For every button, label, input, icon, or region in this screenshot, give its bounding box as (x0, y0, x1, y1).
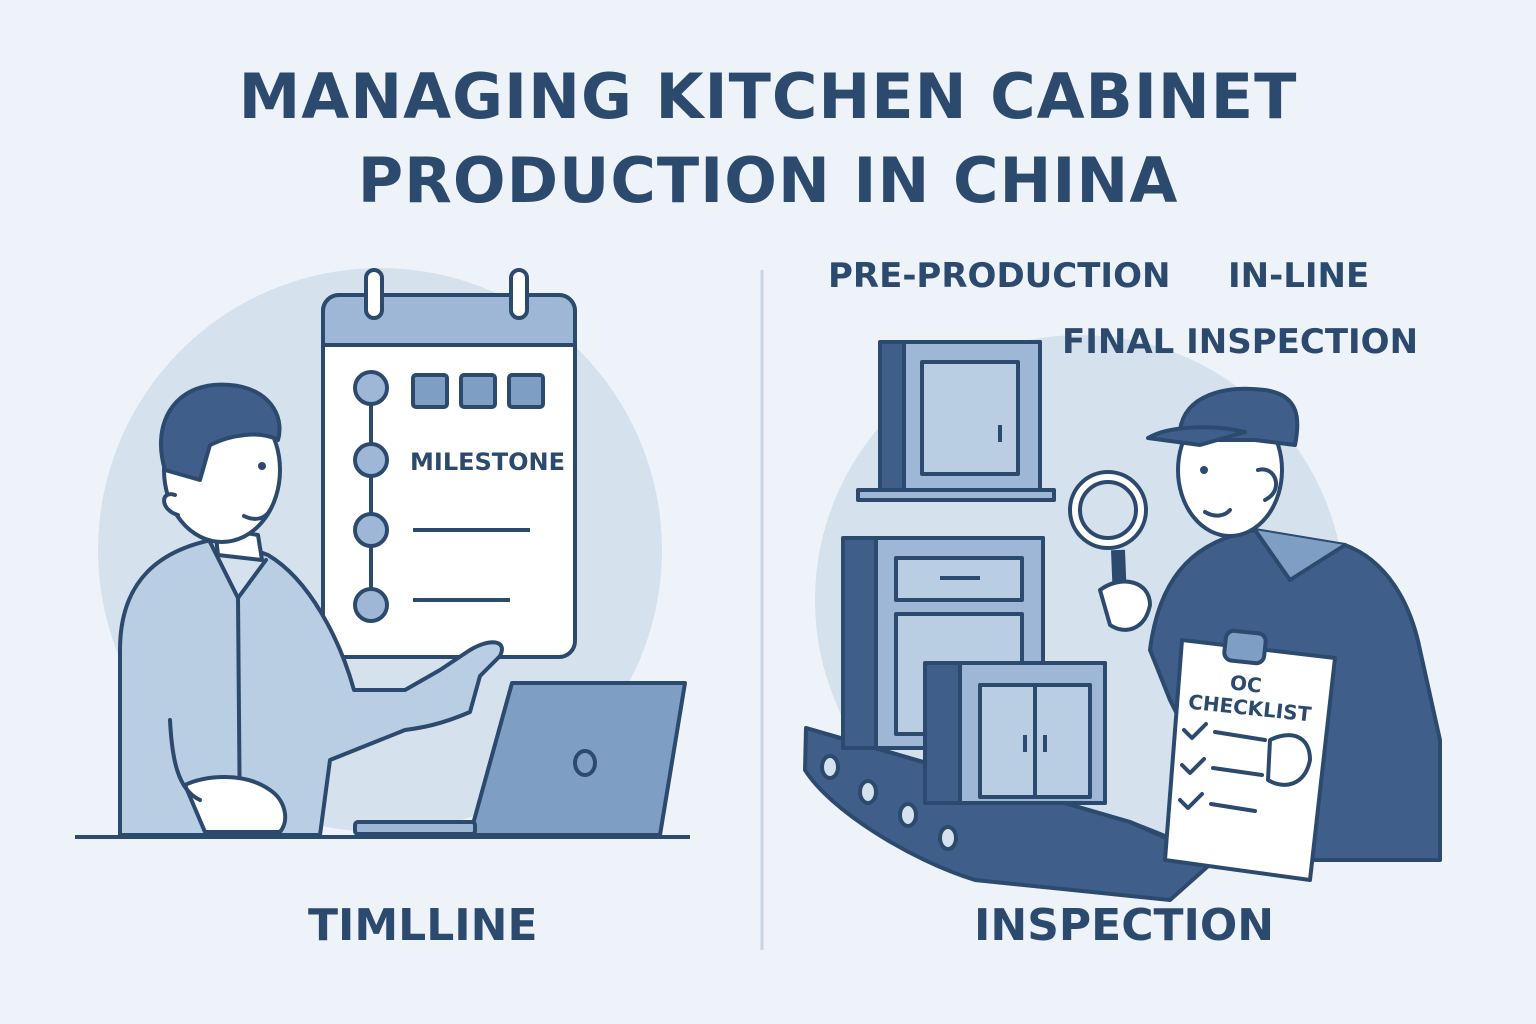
title-line-2: PRODUCTION IN CHINA (357, 144, 1179, 217)
manager-figure (118, 382, 504, 837)
page-title: MANAGING KITCHEN CABINET PRODUCTION IN C… (0, 55, 1536, 223)
right-caption: INSPECTION (974, 900, 1275, 951)
calendar-icon (321, 268, 577, 659)
wall-cabinet-icon (856, 340, 1056, 502)
magnifying-glass-icon (1068, 470, 1152, 632)
left-caption: TIMLLINE (308, 900, 538, 951)
title-line-1: MANAGING KITCHEN CABINET (238, 60, 1298, 133)
stage-pre-production: PRE-PRODUCTION (828, 256, 1171, 296)
double-door-cabinet-icon (923, 661, 1107, 805)
stage-final-inspection: FINAL INSPECTION (1062, 322, 1419, 362)
milestone-label: MILESTONE (410, 448, 566, 476)
qc-checklist-clipboard-icon (1163, 628, 1337, 882)
stage-in-line: IN-LINE (1228, 256, 1370, 296)
